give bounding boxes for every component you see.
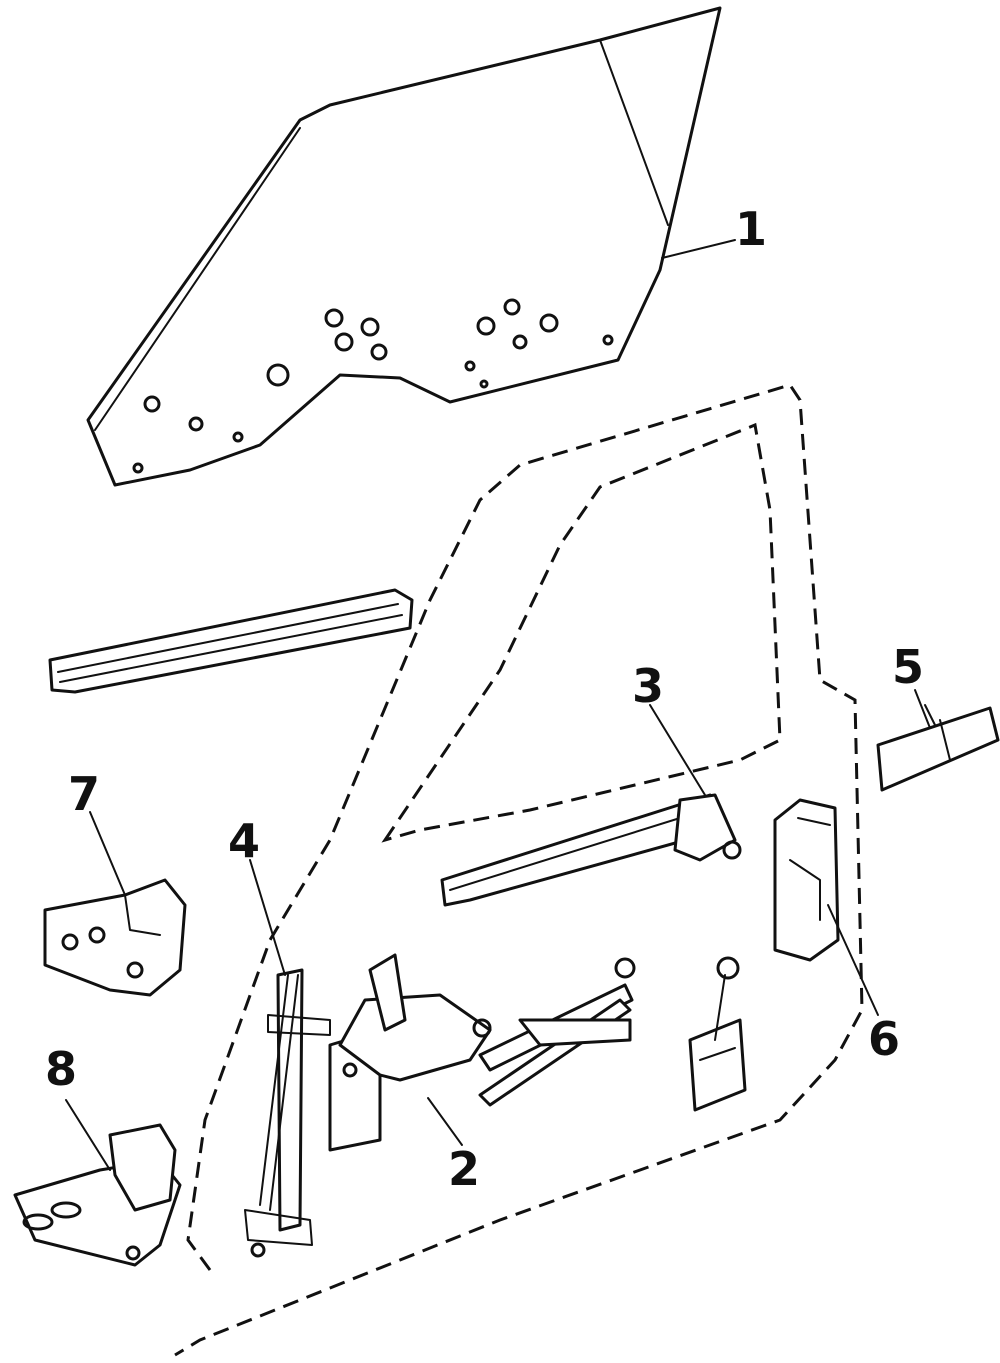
callout-8: 8 [45,1042,77,1096]
vertical-guide-rail[interactable] [244,968,331,1258]
leader-line-6 [827,904,879,1016]
callout-7: 7 [68,767,100,821]
callout-1: 1 [735,202,767,256]
leader-line-2 [427,1097,463,1146]
leader-line-7 [89,811,126,896]
lower-hinge[interactable] [13,1123,182,1267]
leader-line-3 [649,704,706,796]
run-channel[interactable] [440,793,742,907]
leader-line-1 [661,239,736,259]
door-glass[interactable] [86,6,722,487]
callout-3: 3 [632,659,664,713]
leader-line-8 [65,1099,111,1171]
callout-2: 2 [448,1142,480,1196]
window-regulator[interactable] [328,953,636,1152]
callout-5: 5 [892,640,924,694]
door-latch[interactable] [773,798,840,962]
upper-hinge[interactable] [43,878,187,997]
leader-line-4 [249,859,286,976]
door-lock-actuator[interactable] [688,956,747,1112]
callout-6: 6 [868,1012,900,1066]
leader-line-5 [914,689,931,729]
callout-4: 4 [228,814,260,868]
door-outline [174,383,864,1357]
outside-door-handle[interactable] [876,704,1000,792]
glass-run-channel[interactable] [48,588,414,694]
